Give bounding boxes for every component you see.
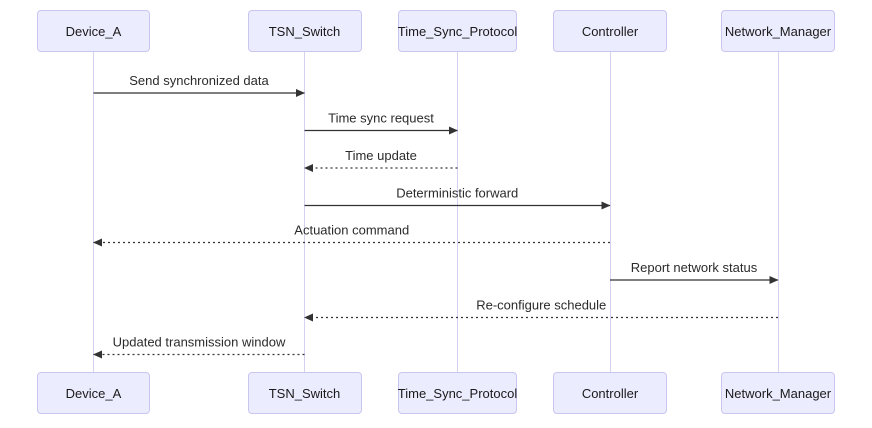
actor-box-bottom-tsn_switch: TSN_Switch — [247, 372, 362, 414]
lifeline-controller — [609, 52, 611, 372]
actor-box-top-controller: Controller — [553, 10, 667, 52]
message-label: Updated transmission window — [113, 335, 286, 350]
actor-box-top-device_a: Device_A — [37, 10, 150, 52]
actor-box-top-time_sync_protocol: Time_Sync_Protocol — [398, 10, 517, 52]
actor-box-bottom-time_sync_protocol: Time_Sync_Protocol — [398, 372, 517, 414]
lifeline-device_a — [93, 52, 94, 372]
lifeline-time_sync_protocol — [457, 52, 458, 372]
actor-box-top-network_manager: Network_Manager — [721, 10, 835, 52]
message-label: Actuation command — [294, 223, 409, 238]
message-label: Report network status — [631, 260, 758, 275]
lifeline-tsn_switch — [304, 52, 305, 372]
message-label: Time sync request — [328, 111, 434, 126]
actor-box-bottom-device_a: Device_A — [37, 372, 150, 414]
actor-box-bottom-controller: Controller — [553, 372, 667, 414]
actor-box-top-tsn_switch: TSN_Switch — [247, 10, 362, 52]
lifeline-network_manager — [777, 52, 779, 372]
message-label: Time update — [345, 148, 417, 163]
message-label: Send synchronized data — [129, 73, 269, 88]
message-label: Re-configure schedule — [476, 298, 606, 313]
actor-box-bottom-network_manager: Network_Manager — [721, 372, 835, 414]
